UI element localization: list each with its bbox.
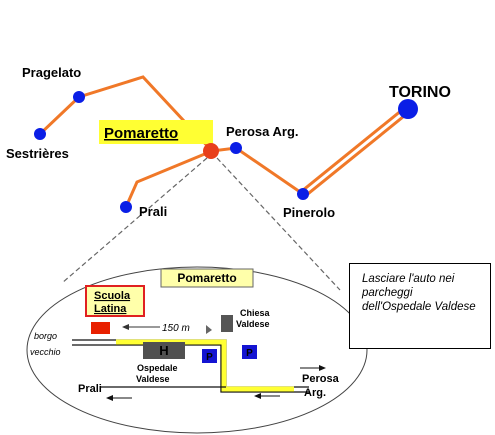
chiesa-label-line2: Valdese xyxy=(236,319,270,329)
label-prali: Prali xyxy=(139,204,167,219)
distance-arrow-right xyxy=(206,325,212,334)
parking-sign-1 xyxy=(202,349,217,363)
town-markers xyxy=(34,91,418,213)
road-pomaretto-pinerolo xyxy=(211,146,304,196)
hospital-building xyxy=(143,342,185,359)
town-dot-perosa xyxy=(230,142,242,154)
perosa-arrow-head-2 xyxy=(254,393,261,399)
distance-arrow-head xyxy=(122,324,129,330)
scuola-latina-box xyxy=(85,285,145,317)
label-pragelato: Pragelato xyxy=(22,65,81,80)
detail-title-box xyxy=(160,268,254,288)
ospedale-label-line2: Valdese xyxy=(136,374,170,384)
prali-arrow-head xyxy=(106,395,113,401)
borgo-label-line2: vecchio xyxy=(30,347,61,357)
hospital-symbol: H xyxy=(159,343,168,358)
detail-label-prali: Prali xyxy=(78,383,102,395)
road-sestrieres-pomaretto xyxy=(38,75,214,153)
chiesa-label-line1: Chiesa xyxy=(240,308,271,318)
parking-symbol-1: P xyxy=(206,352,213,363)
town-dot-pragelato xyxy=(73,91,85,103)
town-dot-torino xyxy=(398,99,418,119)
ospedale-label-line1: Ospedale xyxy=(137,363,178,373)
detail-title: Pomaretto xyxy=(177,271,236,285)
scuola-label-line2: Latina xyxy=(94,303,127,315)
label-torino: TORINO xyxy=(389,84,451,101)
town-dot-sestrieres xyxy=(34,128,46,140)
parking-note: Lasciare l'auto nei parcheggi dell'Osped… xyxy=(349,263,491,349)
distance-label: 150 m xyxy=(162,323,190,334)
town-dot-pomaretto xyxy=(203,143,219,159)
perosa-arrow-head xyxy=(319,365,326,371)
scuola-building xyxy=(91,322,110,334)
detail-ellipse xyxy=(26,266,368,434)
label-sestrieres: Sestrières xyxy=(6,146,69,161)
label-pinerolo: Pinerolo xyxy=(283,205,335,220)
town-labels: Pragelato Sestrières Pomaretto Perosa Ar… xyxy=(6,65,451,220)
scuola-label-line1: Scuola xyxy=(94,290,131,302)
parking-sign-2 xyxy=(242,345,257,359)
highway-pinerolo-torino xyxy=(300,105,411,198)
label-perosa: Perosa Arg. xyxy=(226,124,299,139)
zoom-lines xyxy=(61,157,341,291)
town-dot-prali xyxy=(120,201,132,213)
road-network xyxy=(38,75,411,208)
label-pomaretto: Pomaretto xyxy=(104,125,178,142)
pomaretto-highlight xyxy=(99,120,213,144)
chiesa-building xyxy=(221,315,233,332)
parking-symbol-2: P xyxy=(246,348,253,359)
town-dot-pinerolo xyxy=(297,188,309,200)
road-pomaretto-prali xyxy=(124,149,213,208)
detail-label-perosa-line2: Arg. xyxy=(304,387,326,399)
detail-map: Pomaretto Scuola Latina borgo vecchio Ch… xyxy=(30,268,340,401)
borgo-label-line1: borgo xyxy=(34,331,57,341)
detail-label-perosa-line1: Perosa xyxy=(302,373,340,385)
